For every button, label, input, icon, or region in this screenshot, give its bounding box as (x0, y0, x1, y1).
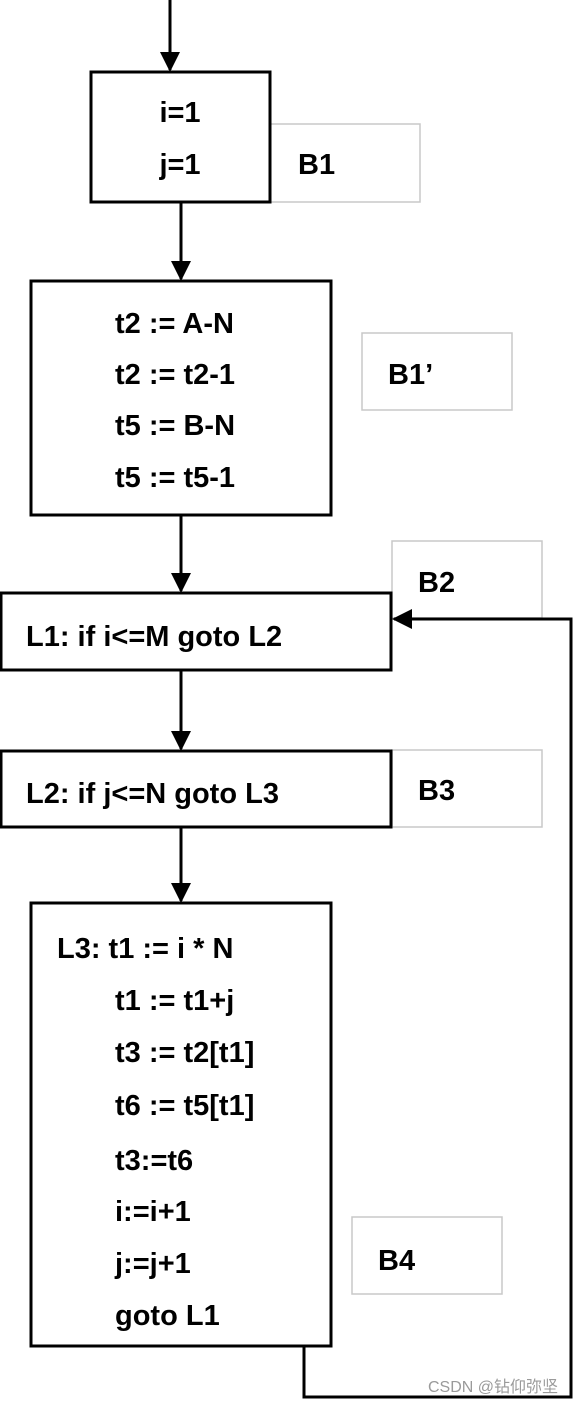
b4-label: B4 (378, 1245, 415, 1277)
watermark: CSDN @钻仰弥坚 (428, 1378, 558, 1396)
b2-label: B2 (418, 567, 455, 599)
b4-line-5: t3:=t6 (115, 1145, 193, 1177)
b1-label: B1 (298, 149, 335, 181)
b1p-line-4: t5 := t5-1 (115, 462, 235, 494)
b3-label-frame (391, 749, 543, 828)
b1-label-frame (269, 123, 421, 203)
b4-line-8: goto L1 (115, 1300, 220, 1332)
b1-line-2: j=1 (158, 149, 200, 181)
b2-label-frame (391, 540, 543, 619)
b2-box (0, 591, 393, 672)
b4-box (29, 901, 333, 1348)
b1p-box (29, 279, 333, 517)
back-edge-b4-b2 (302, 609, 573, 1399)
b4-line-4: t6 := t5[t1] (115, 1090, 254, 1122)
b2-line-1: L1: if i<=M goto L2 (26, 621, 282, 653)
b1p-label-frame (361, 332, 513, 411)
b1p-line-1: t2 := A-N (115, 308, 234, 340)
b1p-label: B1’ (388, 359, 433, 391)
b3-box (0, 749, 393, 829)
b4-line-6: i:=i+1 (115, 1196, 191, 1228)
b1p-line-2: t2 := t2-1 (115, 359, 235, 391)
b4-label-frame (351, 1216, 503, 1295)
b3-line-1: L2: if j<=N goto L3 (26, 778, 279, 810)
b1-box (89, 70, 272, 204)
b4-line-7: j:=j+1 (114, 1248, 191, 1280)
b4-line-2: t1 := t1+j (115, 985, 234, 1017)
b1p-line-3: t5 := B-N (115, 410, 235, 442)
b1-line-1: i=1 (159, 97, 200, 129)
b4-line-1: L3: t1 := i * N (57, 933, 233, 965)
b4-line-3: t3 := t2[t1] (115, 1037, 254, 1069)
b3-label: B3 (418, 775, 455, 807)
